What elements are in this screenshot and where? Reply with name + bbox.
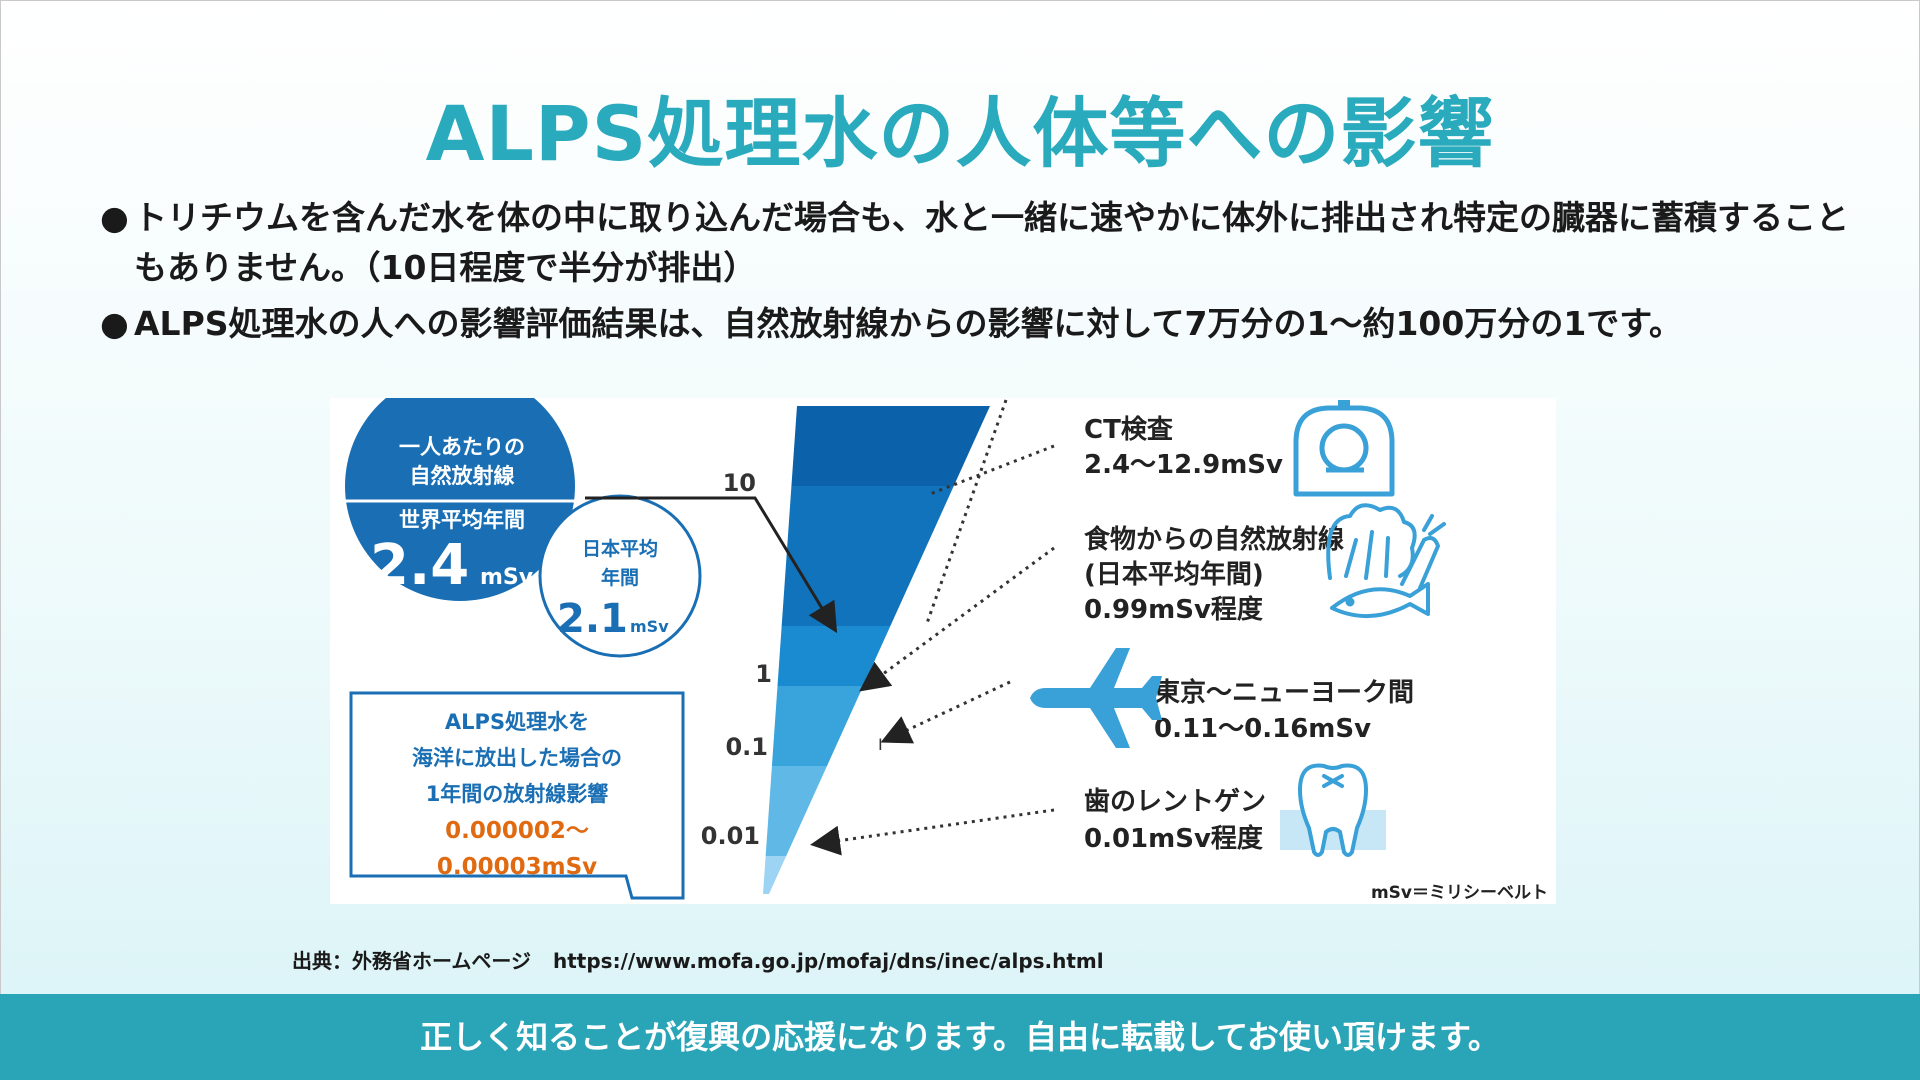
bullet-item-2: ● ALPS処理水の人への影響評価結果は、自然放射線からの影響に対して7万分の1… — [100, 299, 1860, 349]
dental-label: 歯のレントゲン — [1084, 787, 1266, 817]
wedge-band-bottom — [763, 856, 990, 894]
world-average-circle — [345, 398, 575, 601]
flight-dose: 0.11〜0.16mSv — [1154, 714, 1371, 744]
world-average-arrow — [585, 496, 838, 634]
food-sublabel: (日本平均年間) — [1084, 559, 1264, 590]
alps-box-line3: 1年間の放射線影響 — [426, 782, 609, 806]
dental-dose: 0.01mSv程度 — [1084, 823, 1263, 854]
world-dose-value: 2.4 — [370, 533, 469, 598]
bullet-list: ● トリチウムを含んだ水を体の中に取り込んだ場合も、水と一緒に速やかに体外に排出… — [100, 193, 1860, 349]
japan-dose-unit: mSv — [630, 617, 669, 636]
flight-label: 東京〜ニューヨーク間 — [1154, 677, 1414, 708]
scale-label-1: 1 — [755, 660, 772, 688]
alps-value-line2: 0.00003mSv — [437, 854, 597, 880]
bullet-text: トリチウムを含んだ水を体の中に取り込んだ場合も、水と一緒に速やかに体外に排出され… — [134, 198, 1850, 287]
japan-circle-line1: 日本平均 — [582, 537, 658, 560]
food-dose: 0.99mSv程度 — [1084, 594, 1263, 625]
wedge-band-10 — [763, 486, 990, 626]
wedge-band-0-01 — [763, 766, 990, 856]
ct-pointer-line — [929, 444, 1055, 496]
scale-label-0-01: 0.01 — [701, 822, 760, 850]
world-circle-line1: 一人あたりの — [399, 435, 525, 459]
alps-box-line1: ALPS処理水を — [445, 710, 589, 734]
alps-callout-box — [349, 691, 685, 900]
scale-label-10: 10 — [723, 469, 756, 497]
alps-value-line1: 0.000002〜 — [445, 818, 589, 844]
world-circle-line2: 自然放射線 — [410, 464, 515, 488]
airplane-icon — [1030, 648, 1162, 748]
radiation-diagram-svg: 10 1 0.1 0.01 一人あたりの 自然放射線 世界平均年間 2.4 mS… — [336, 398, 1548, 903]
flight-pointer-line — [880, 680, 1011, 744]
ct-label: CT検査 — [1084, 415, 1173, 445]
source-label: 出典：外務省ホームページ — [292, 949, 531, 973]
source-url[interactable]: https://www.mofa.go.jp/mofaj/dns/inec/al… — [553, 949, 1104, 973]
alps-box-line2: 海洋に放出した場合の — [412, 746, 622, 770]
dose-wedge — [763, 406, 990, 894]
bullet-marker: ● — [100, 198, 129, 237]
unit-note: mSv＝ミリシーベルト — [1371, 883, 1548, 903]
bullet-item-1: ● トリチウムを含んだ水を体の中に取り込んだ場合も、水と一緒に速やかに体外に排出… — [100, 193, 1860, 293]
ct-scanner-icon — [1293, 400, 1395, 497]
ct-dose: 2.4〜12.9mSv — [1084, 450, 1283, 480]
wedge-band-top — [763, 406, 990, 486]
bullet-marker: ● — [100, 304, 129, 343]
japan-circle-line2: 年間 — [601, 566, 639, 589]
radiation-diagram: 10 1 0.1 0.01 一人あたりの 自然放射線 世界平均年間 2.4 mS… — [330, 398, 1556, 904]
page-title: ALPS処理水の人体等への影響 — [425, 89, 1495, 178]
wedge-band-0-1 — [763, 686, 990, 766]
world-circle-line3: 世界平均年間 — [399, 508, 525, 532]
japan-average-circle — [538, 494, 702, 658]
japan-dose-value: 2.1 — [557, 596, 628, 642]
vegetables-fish-icon — [1326, 503, 1446, 618]
food-label: 食物からの自然放射線 — [1084, 524, 1344, 555]
bullet-text: ALPS処理水の人への影響評価結果は、自然放射線からの影響に対して7万分の1〜約… — [134, 304, 1682, 343]
flight-range-marker: I — [878, 735, 883, 754]
footer-banner: 正しく知ることが復興の応援になります。自由に転載してお使い頂けます。 — [0, 994, 1920, 1080]
tooth-icon — [1280, 763, 1386, 857]
dental-pointer-line — [810, 808, 1055, 856]
world-dose-unit: mSv — [480, 565, 534, 590]
scale-label-0-1: 0.1 — [725, 733, 768, 761]
source-citation: 出典：外務省ホームページ https://www.mofa.go.jp/mofaj… — [292, 945, 1104, 974]
